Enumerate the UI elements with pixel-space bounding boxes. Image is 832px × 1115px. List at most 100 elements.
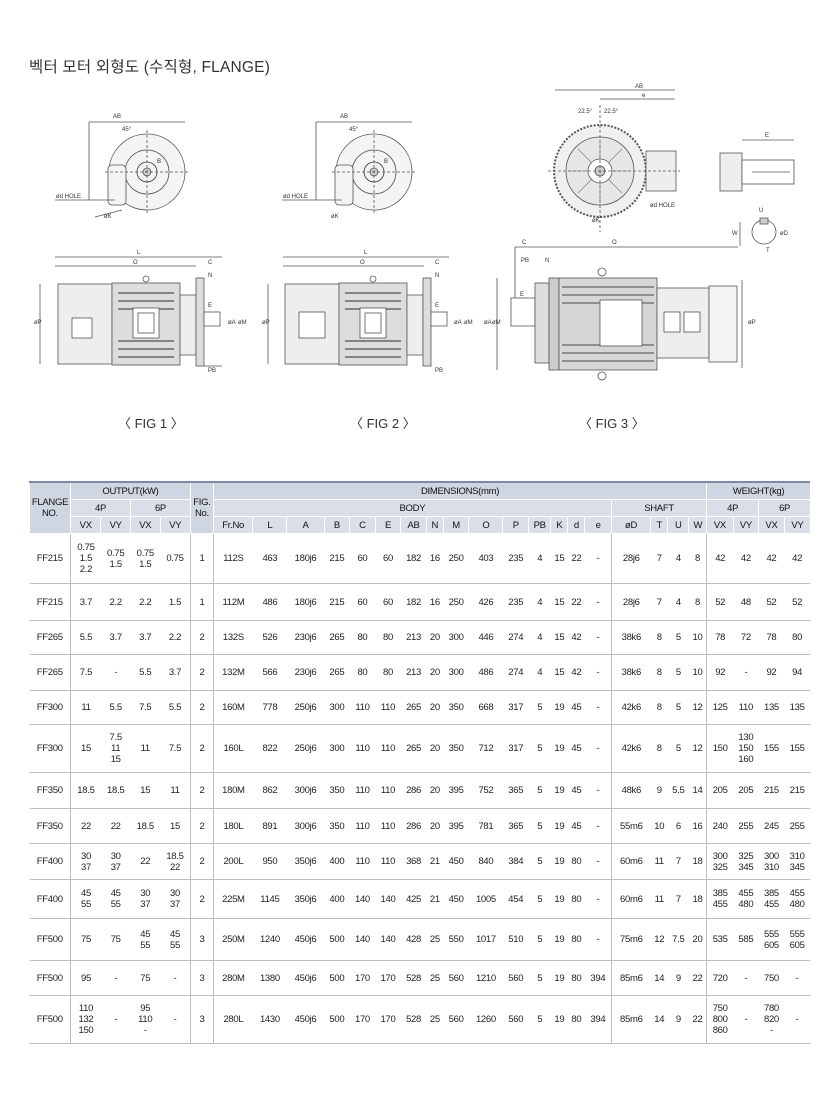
cell-value: 345: [738, 861, 754, 873]
dim-n-cell: 25: [426, 960, 444, 996]
weight-w6vx-cell: 78: [758, 620, 785, 655]
fig1-angle-label: 45°: [122, 127, 132, 133]
dim-ab-cell: 182: [400, 533, 427, 584]
weight-w4vy-cell: -: [733, 995, 759, 1044]
dim-k-cell: 19: [550, 918, 568, 961]
dim-d-cell: 80: [567, 879, 585, 919]
cell-value: 37: [140, 899, 151, 910]
fig2-b-label: B: [384, 159, 388, 165]
col-header-pb: PB: [528, 516, 551, 534]
dim-d-cell: 80: [567, 918, 585, 961]
output-o6vx-cell: 7.5: [130, 690, 161, 725]
output-o4vx-cell: 15: [70, 724, 101, 773]
dim-u-cell: 4: [667, 533, 689, 584]
output-o4vy-cell: 5.5: [100, 690, 131, 725]
dim-n-cell: 20: [426, 654, 444, 691]
fig2-k-label: øK: [331, 214, 339, 220]
cell-value: 132: [78, 1014, 94, 1025]
cell-value: 255: [738, 820, 754, 832]
dim-u-cell: 5: [667, 724, 689, 773]
cell-value: -: [173, 972, 177, 984]
cell-value: 95: [140, 1003, 151, 1014]
cell-value: 800: [712, 1014, 728, 1025]
flange-no-cell: FF265: [29, 654, 71, 691]
weight-w4vx-cell: 150: [706, 724, 734, 773]
weight-6p-vx-header: VX: [758, 516, 785, 534]
cell-value: 0.75: [166, 553, 184, 564]
dim-u-cell: 7.5: [667, 918, 689, 961]
cell-value: 7.5: [109, 732, 123, 743]
dim-d-cell: 80: [567, 995, 585, 1044]
cell-value: 130: [738, 732, 754, 743]
dim-b-cell: 350: [324, 772, 350, 809]
dim-o-cell: 426: [468, 583, 503, 621]
dim-t-cell: 8: [650, 724, 668, 773]
dim-ab-cell: 213: [400, 620, 427, 655]
col-header-b: B: [323, 516, 350, 534]
dim-ab-cell: 428: [400, 918, 427, 961]
dim-b-cell: 265: [324, 620, 350, 655]
dim-b-cell: 215: [324, 583, 350, 621]
dim-pb-cell: 5: [528, 843, 551, 880]
dim-e-cell: 110: [375, 843, 401, 880]
dim-n-cell: 16: [426, 583, 444, 621]
dim-k-cell: 19: [550, 843, 568, 880]
cell-value: 48: [740, 596, 751, 608]
dim-n-cell: 25: [426, 995, 444, 1044]
dim-frno-cell: 160L: [213, 724, 253, 773]
fig2-p-label: øP: [262, 320, 270, 326]
weight-w6vx-cell: 245: [758, 808, 785, 844]
fig1-caption: 〈 FIG 1 〉: [118, 416, 184, 431]
cell-value: 7.5: [139, 702, 152, 713]
dim-u-cell: 7: [667, 843, 689, 880]
dim-d-cell: 45: [567, 808, 585, 844]
dim-d-cell: 85m6: [611, 960, 651, 996]
cell-value: 30: [140, 888, 151, 899]
weight-w6vx-cell: 52: [758, 583, 785, 621]
weight-w6vy-cell: 94: [784, 654, 810, 691]
dim-e-cell: 394: [584, 995, 612, 1044]
col-header-n: N: [425, 516, 444, 534]
output-o4vx-cell: 7.5: [70, 654, 101, 691]
fig3-m-label: øM: [492, 320, 501, 326]
cell-value: 1.5: [79, 553, 93, 564]
fig3-radial-fins: [569, 140, 631, 202]
dim-o-cell: 446: [468, 620, 503, 655]
cell-value: 80: [792, 632, 803, 643]
dim-k-cell: 19: [550, 879, 568, 919]
dim-frno-cell: 200L: [213, 843, 253, 880]
dim-a-cell: 300j6: [286, 772, 325, 809]
cell-value: 605: [789, 939, 805, 951]
weight-w4vx-cell: 720: [706, 960, 734, 996]
dim-m-cell: 560: [443, 995, 469, 1044]
dim-pb-cell: 4: [528, 654, 551, 691]
dim-p-cell: 454: [502, 879, 529, 919]
col-header-frno: Fr.No: [212, 516, 253, 534]
output-o4vx-cell: 5.5: [70, 620, 101, 655]
dim-frno-cell: 280L: [213, 995, 253, 1044]
weight-w6vx-cell: 92: [758, 654, 785, 691]
dim-e-cell: -: [584, 808, 612, 844]
dim-a-cell: 250j6: [286, 724, 325, 773]
fig1-p-label: øP: [34, 320, 42, 326]
fig3-c-label: C: [522, 240, 527, 246]
fig-no-header: FIG. No.: [189, 482, 214, 534]
output-o4vy-cell: -: [100, 995, 131, 1044]
output-o6vy-cell: 1.5: [160, 583, 191, 621]
dim-p-cell: 510: [502, 918, 529, 961]
fig-no-cell: 2: [190, 808, 214, 844]
col-header-w: W: [688, 516, 707, 534]
cell-value: 30: [80, 850, 91, 862]
dim-frno-cell: 112M: [213, 583, 253, 621]
cell-value: 15: [140, 785, 151, 796]
cell-value: 1.5: [139, 558, 152, 570]
fig-no-cell: 2: [190, 724, 214, 773]
weight-w4vx-cell: 42: [706, 533, 734, 584]
